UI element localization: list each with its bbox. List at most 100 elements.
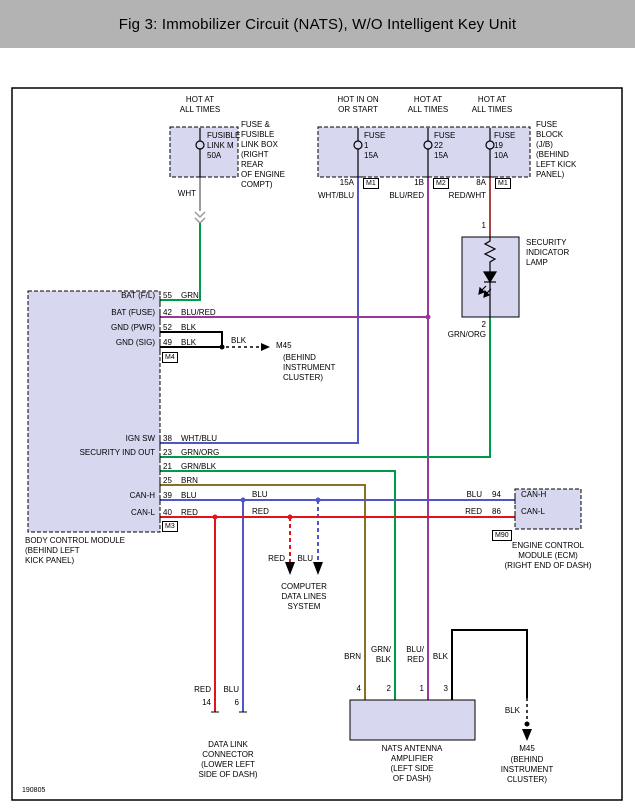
lamp-pin-2: 2 bbox=[481, 320, 486, 329]
nats-pin-3: 3 bbox=[443, 684, 448, 693]
nats-wire-blu-red: BLU/ RED bbox=[406, 645, 424, 664]
junction-dot bbox=[315, 497, 321, 503]
junction-dot bbox=[524, 721, 530, 727]
down-arrow-icon bbox=[522, 729, 532, 741]
bcm-pin-40: 40 bbox=[163, 508, 172, 517]
bcm-pin-23: 23 bbox=[163, 448, 172, 457]
wire-label-blu-red: BLU/RED bbox=[389, 191, 424, 200]
bcm-pin-21: 21 bbox=[163, 462, 172, 471]
engine-control-module-box bbox=[514, 488, 582, 530]
hot-label-fusible-link: HOT AT ALL TIMES bbox=[179, 95, 221, 114]
hot-label-fuse22: HOT AT ALL TIMES bbox=[407, 95, 449, 114]
ecm-caption: ENGINE CONTROL MODULE (ECM) (RIGHT END O… bbox=[504, 541, 592, 570]
bcm-pin-49: 49 bbox=[163, 338, 172, 347]
can-l-label-ecm: RED bbox=[465, 507, 482, 516]
fuse22-name: FUSE 22 15A bbox=[434, 131, 456, 160]
can-h-label-mid: BLU bbox=[252, 490, 268, 499]
bcm-fn-can-l: CAN-L bbox=[130, 508, 155, 517]
wire-label-red-wht: RED/WHT bbox=[448, 191, 486, 200]
wire-grn-org bbox=[160, 317, 491, 458]
ground-m45-left-note: (BEHIND INSTRUMENT CLUSTER) bbox=[283, 353, 336, 382]
bcm-pin-25: 25 bbox=[163, 476, 172, 485]
bcm-wire-52: BLK bbox=[181, 323, 197, 332]
connector-tag-m90: M90 bbox=[492, 530, 512, 541]
nats-pin-2: 2 bbox=[386, 684, 391, 693]
figure-title: Fig 3: Immobilizer Circuit (NATS), W/O I… bbox=[118, 15, 517, 33]
connector-tag-m2: M2 bbox=[433, 178, 449, 189]
bcm-wire-42: BLU/RED bbox=[181, 308, 216, 317]
ecm-pin-86: 86 bbox=[492, 507, 501, 516]
bcm-fn-bat-fl: BAT (F/L) bbox=[121, 291, 155, 300]
bcm-fn-gnd-sig: GND (SIG) bbox=[115, 338, 155, 347]
down-arrow-icon bbox=[285, 562, 295, 575]
datalines-red-label: RED bbox=[268, 554, 285, 563]
bcm-wire-39: BLU bbox=[181, 491, 197, 500]
lamp-pin-1: 1 bbox=[481, 221, 486, 230]
fuse22-terminal: 1B bbox=[414, 178, 424, 187]
wire-label-wht-blu: WHT/BLU bbox=[318, 191, 354, 200]
fuse-block-note: FUSE BLOCK (J/B) (BEHIND LEFT KICK PANEL… bbox=[536, 120, 577, 179]
dlc-pin-6: 6 bbox=[234, 698, 239, 707]
datalines-blu-label: BLU bbox=[297, 554, 313, 563]
connector-tag-m1: M1 bbox=[495, 178, 511, 189]
hot-label-fuse1: HOT IN ON OR START bbox=[337, 95, 379, 114]
bcm-fn-security-ind-out: SECURITY IND OUT bbox=[79, 448, 155, 457]
nats-wire-blk: BLK bbox=[432, 652, 448, 661]
lamp-symbol bbox=[478, 237, 498, 317]
connector-tag-m3: M3 bbox=[162, 521, 178, 532]
can-h-label-ecm: BLU bbox=[466, 490, 482, 499]
title-bar: Fig 3: Immobilizer Circuit (NATS), W/O I… bbox=[0, 0, 635, 48]
inline-connector-icon bbox=[194, 211, 206, 225]
bcm-fn-can-h: CAN-H bbox=[129, 491, 155, 500]
nats-pin-4: 4 bbox=[356, 684, 361, 693]
junction-dot bbox=[219, 344, 225, 350]
dlc-blu-label: BLU bbox=[223, 685, 239, 694]
bcm-wire-25: BRN bbox=[181, 476, 198, 485]
fuse-block-box bbox=[317, 126, 531, 178]
nats-caption: NATS ANTENNA AMPLIFIER (LEFT SIDE OF DAS… bbox=[381, 744, 443, 783]
junction-dot bbox=[212, 514, 218, 520]
wire-label-blk-right: BLK bbox=[504, 706, 520, 715]
wire-grn-blk bbox=[160, 470, 396, 700]
bcm-pin-38: 38 bbox=[163, 434, 172, 443]
pin-ticks bbox=[159, 176, 516, 713]
diagram-border bbox=[11, 87, 623, 801]
nats-antenna-amplifier-box bbox=[349, 699, 476, 741]
junction-dot bbox=[425, 314, 431, 320]
fuse-fusible-link-box-note: FUSE & FUSIBLE LINK BOX (RIGHT REAR OF E… bbox=[241, 120, 286, 189]
wire-label-blk-dashed: BLK bbox=[231, 336, 247, 345]
hot-label-fuse19: HOT AT ALL TIMES bbox=[471, 95, 513, 114]
fuse19-terminal: 8A bbox=[476, 178, 486, 187]
wire-blk-52 bbox=[160, 331, 223, 347]
bcm-fn-bat-fuse: BAT (FUSE) bbox=[111, 308, 155, 317]
bcm-wire-38: WHT/BLU bbox=[181, 434, 217, 443]
bcm-pin-42: 42 bbox=[163, 308, 172, 317]
connector-tag-m4: M4 bbox=[162, 352, 178, 363]
bcm-pin-52: 52 bbox=[163, 323, 172, 332]
nats-wire-brn: BRN bbox=[344, 652, 361, 661]
security-indicator-lamp-label: SECURITY INDICATOR LAMP bbox=[526, 238, 570, 267]
fusible-link-name: FUSIBLE LINK M 50A bbox=[207, 131, 241, 160]
wire-label-wht: WHT bbox=[177, 189, 196, 198]
wire-blk-nats bbox=[451, 629, 528, 700]
ecm-pin-94: 94 bbox=[492, 490, 501, 499]
ground-m45-left-name: M45 bbox=[276, 341, 292, 350]
wire-brn bbox=[160, 484, 366, 700]
right-arrow-icon bbox=[261, 343, 270, 351]
dlc-red-label: RED bbox=[194, 685, 211, 694]
fuse-symbols bbox=[195, 128, 495, 177]
bcm-wire-21: GRN/BLK bbox=[181, 462, 217, 471]
wire-grn bbox=[160, 223, 201, 301]
bcm-wire-49: BLK bbox=[181, 338, 197, 347]
fuse1-name: FUSE 1 15A bbox=[364, 131, 386, 160]
dlc-caption: DATA LINK CONNECTOR (LOWER LEFT SIDE OF … bbox=[198, 740, 258, 779]
nats-wire-grn-blk: GRN/ BLK bbox=[371, 645, 391, 664]
wire-label-grn-org: GRN/ORG bbox=[447, 330, 486, 339]
footer-code: 190805 bbox=[22, 787, 46, 794]
fuse19-name: FUSE 19 10A bbox=[494, 131, 516, 160]
can-l-label-mid: RED bbox=[252, 507, 269, 516]
junction-dot bbox=[240, 497, 246, 503]
bcm-caption: BODY CONTROL MODULE (BEHIND LEFT KICK PA… bbox=[25, 536, 126, 565]
